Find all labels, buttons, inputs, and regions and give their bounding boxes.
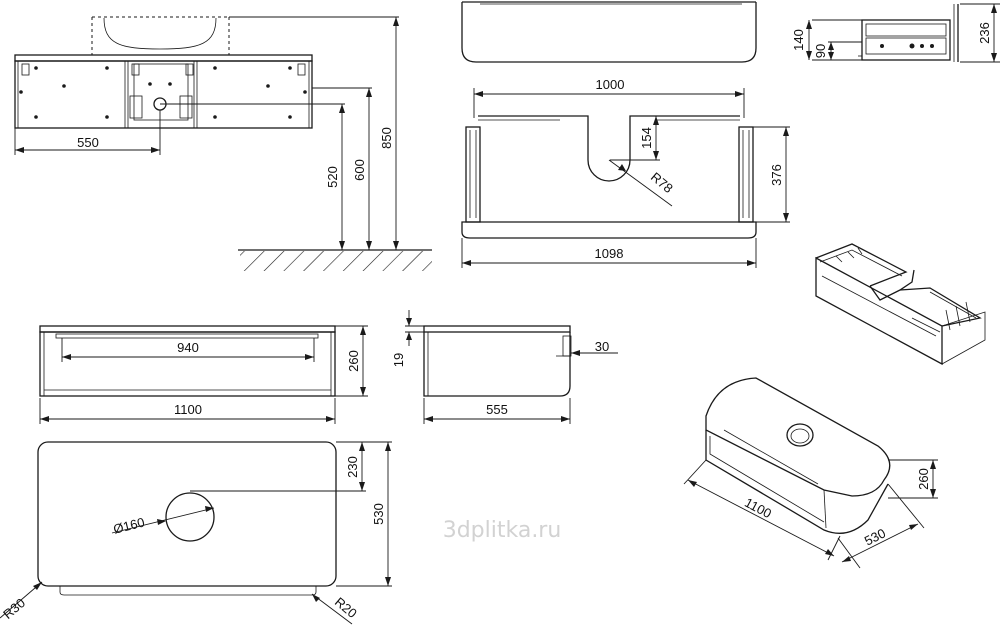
dim-236-label: 236 (977, 22, 992, 44)
dim-r20-label: R20 (332, 594, 360, 621)
dim-850-label: 850 (379, 127, 394, 149)
iso-basin-hole (786, 423, 814, 447)
iso-dim-1100-label: 1100 (742, 495, 774, 521)
dim-19-label: 19 (391, 353, 406, 367)
dim-r30-label: R30 (0, 595, 28, 622)
drawer-side-section: 140 90 236 (791, 3, 1000, 63)
dim-1000-label: 1000 (596, 77, 625, 92)
plan-view: 1000 154 R78 376 (461, 77, 790, 268)
cabinet-countertop (14, 54, 313, 62)
drawer-front-view (461, 1, 757, 63)
basin-bowl-curve (103, 17, 217, 50)
dim-260-label: 260 (346, 350, 361, 372)
dim-140-label: 140 (791, 29, 806, 51)
dim-1100-label: 1100 (174, 402, 202, 417)
basin-hidden-outline (91, 16, 230, 55)
basin-cutout-outline (478, 115, 740, 182)
floor-hatching (240, 251, 432, 271)
dim-600-label: 600 (352, 159, 367, 181)
dim-940-label: 940 (177, 340, 199, 355)
dim-230-label: 230 (345, 456, 360, 478)
mounting-holes (19, 66, 307, 119)
cabinet-isometric-view: 260 1100 530 (683, 377, 938, 569)
dim-1098-label: 1098 (595, 246, 624, 261)
iso-dim-530-label: 530 (862, 525, 888, 548)
iso-dim-260-label: 260 (916, 468, 931, 490)
cabinet-front-view: 940 260 1100 (39, 325, 368, 424)
dim-555-label: 555 (486, 402, 508, 417)
dim-530-label: 530 (371, 503, 386, 525)
dim-90-label: 90 (813, 44, 828, 58)
dim-550-label: 550 (77, 135, 99, 150)
dim-phi160-label: Ø160 (112, 515, 146, 537)
drawer-isometric-view (815, 243, 986, 366)
dim-376-label: 376 (769, 164, 784, 186)
watermark-text: 3dplitka.ru (443, 518, 562, 543)
plumbing-cutout (133, 63, 189, 121)
cabinet-side-view: 19 30 555 (391, 310, 618, 424)
front-elevation-view: 550 520 600 850 (14, 16, 432, 271)
dim-520-label: 520 (325, 166, 340, 188)
basin-hole (165, 492, 215, 542)
countertop-outline (37, 441, 337, 587)
dim-154-label: 154 (639, 127, 654, 149)
dim-30-label: 30 (595, 339, 609, 354)
cabinet-body (14, 60, 313, 129)
iso-top-surface (705, 377, 891, 497)
countertop-plan-view: 230 530 Ø160 R30 R20 (0, 441, 392, 625)
